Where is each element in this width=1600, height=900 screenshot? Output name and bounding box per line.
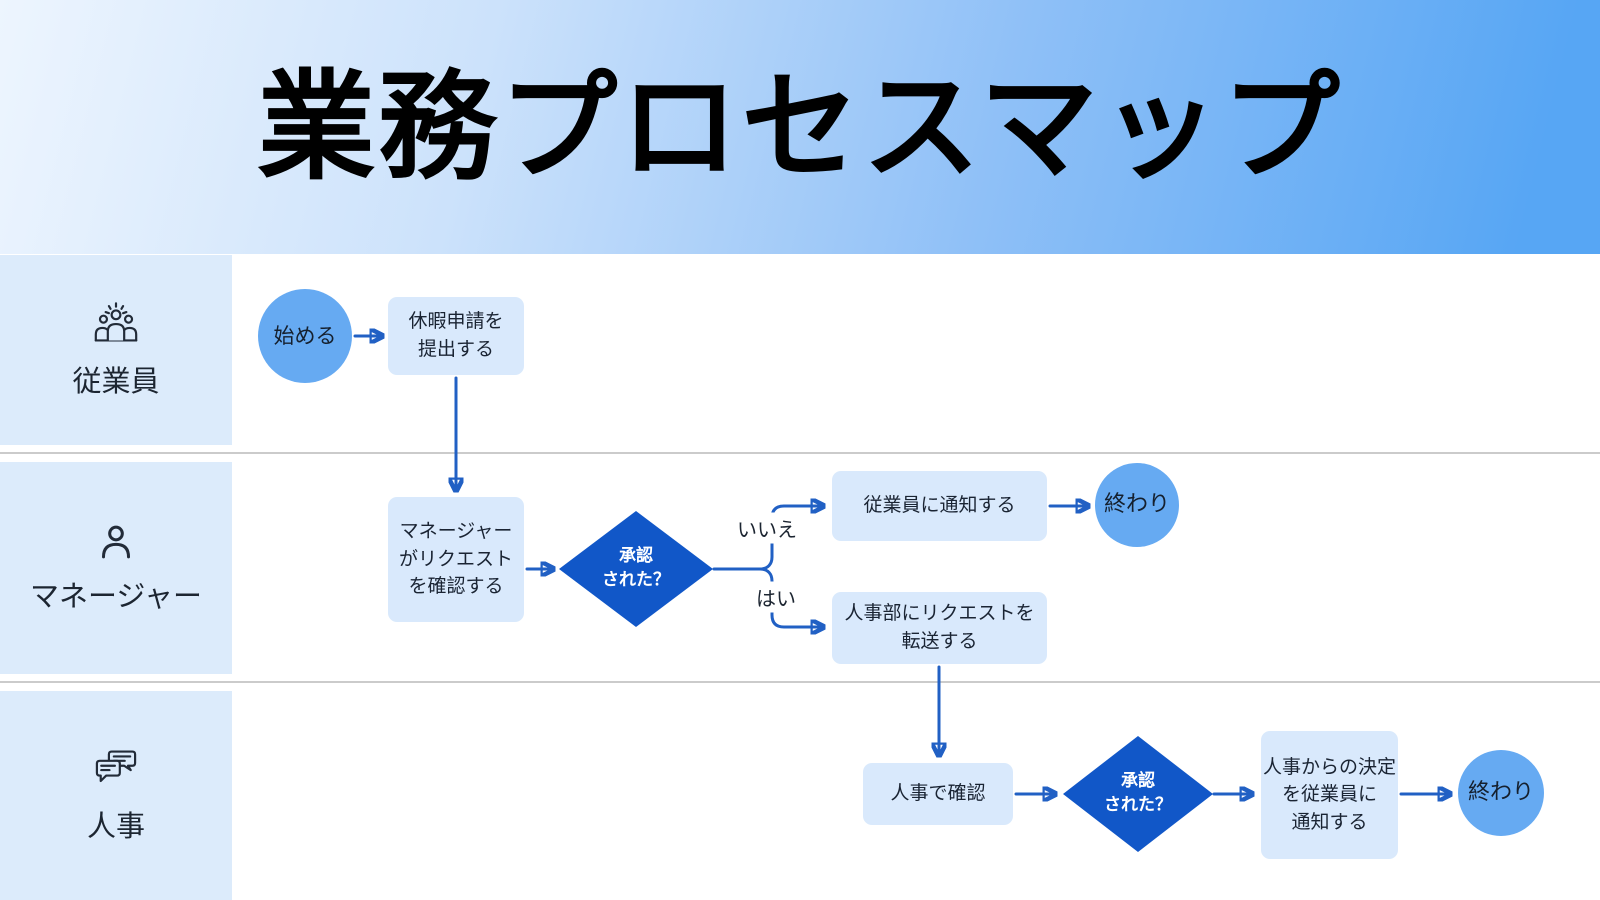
hr-check-node: 人事で確認 [863,763,1013,825]
notify-decision-node: 人事からの決定 を従業員に 通知する [1261,731,1398,859]
hr-decision-node: 承認 された？ [1063,736,1213,852]
end-node-hr: 終わり [1458,750,1544,836]
edge-label-no: いいえ [732,512,802,544]
forward-to-hr-node: 人事部にリクエストを 転送する [832,592,1047,664]
forward-to-hr-label: 人事部にリクエストを 転送する [844,602,1035,652]
lane-divider [0,681,1600,683]
end-node-manager-label: 終わり [1103,492,1170,518]
manager-decision-node: 承認 された？ [559,511,713,627]
lane-label-text: 従業員 [72,364,160,398]
start-node: 始める [258,289,352,383]
chat-bubbles-icon [95,749,137,782]
submit-request-node: 休暇申請を 提出する [388,297,524,375]
person-icon [102,525,130,559]
lane-divider [0,452,1600,454]
notify-employee-node: 従業員に通知する [832,471,1047,541]
hr-decision-label: 承認 された？ [1104,771,1172,815]
notify-decision-label: 人事からの決定 を従業員に 通知する [1262,755,1396,833]
start-node-label: 始める [273,323,337,348]
edge-label-yes: はい [751,581,801,613]
title-banner: 業務プロセスマップ [0,0,1600,254]
manager-decision-label: 承認 された？ [602,546,670,590]
lane-label-employee: 従業員 [0,255,232,445]
hr-check-label: 人事で確認 [890,782,986,805]
end-node-manager: 終わり [1095,463,1179,547]
manager-review-label: マネージャー がリクエスト を確認する [398,520,513,598]
decision-diamond-shape [1063,736,1213,852]
lane-label-manager: マネージャー [0,462,232,674]
lane-label-text: 人事 [86,808,145,843]
connector-branch-yes [758,567,826,627]
manager-review-node: マネージャー がリクエスト を確認する [388,497,524,622]
page-title: 業務プロセスマップ [257,58,1343,196]
team-icon [94,302,138,342]
lane-label-text: マネージャー [30,579,202,613]
lane-label-hr: 人事 [0,691,232,900]
end-node-hr-label: 終わり [1467,780,1534,806]
submit-request-label: 休暇申請を 提出する [408,310,504,360]
notify-employee-label: 従業員に通知する [863,494,1016,517]
decision-diamond-shape [559,511,713,627]
